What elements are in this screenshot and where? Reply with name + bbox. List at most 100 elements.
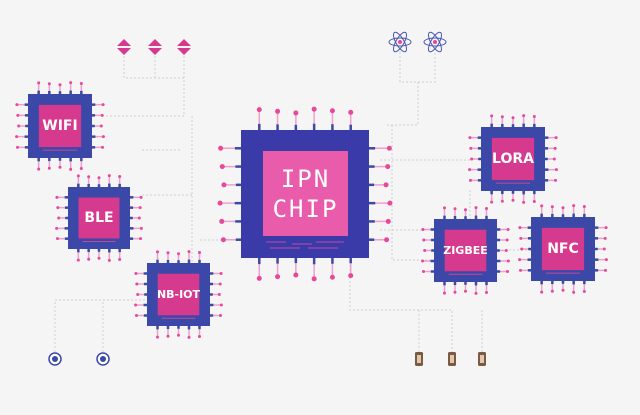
pin-dot bbox=[100, 113, 104, 117]
pin-dot bbox=[79, 82, 83, 85]
pin-dot bbox=[135, 314, 138, 317]
pin-dot bbox=[474, 206, 478, 210]
main-chip-label: IPN CHIP bbox=[272, 164, 339, 223]
pin-dot bbox=[511, 198, 515, 202]
diamond-icon bbox=[117, 39, 131, 55]
pin-dot bbox=[219, 272, 223, 275]
pin-dot bbox=[37, 167, 41, 171]
pin-dot bbox=[572, 204, 576, 208]
pin-dot bbox=[604, 226, 608, 230]
diamond-icon bbox=[148, 39, 162, 55]
chip-nb-iot[interactable]: NB-IOT bbox=[134, 250, 223, 339]
chip-lora[interactable]: LORA bbox=[468, 114, 558, 204]
chip-label: BLE bbox=[84, 210, 113, 226]
pin-dot bbox=[135, 282, 139, 286]
pin-dot bbox=[519, 236, 523, 240]
pin-dot bbox=[329, 108, 335, 114]
pin-dot bbox=[311, 106, 317, 112]
pin-dot bbox=[69, 167, 73, 171]
pin-dot bbox=[602, 247, 606, 251]
radio-node-icon bbox=[48, 352, 62, 366]
chip-core bbox=[157, 273, 200, 316]
pin-dot bbox=[422, 270, 425, 273]
pin-dot bbox=[16, 113, 20, 117]
pin-dot bbox=[383, 182, 389, 188]
pin-dot bbox=[37, 81, 41, 85]
pin-dot bbox=[504, 249, 508, 252]
pin-dot bbox=[76, 174, 80, 178]
pin-dot bbox=[256, 107, 262, 113]
pin-dot bbox=[532, 200, 536, 203]
pin-dot bbox=[422, 238, 426, 242]
main-chip[interactable] bbox=[217, 106, 393, 282]
pin-dot bbox=[15, 103, 19, 107]
chip-core bbox=[38, 104, 82, 148]
pin-dot bbox=[177, 252, 180, 256]
pin-dot bbox=[506, 259, 510, 263]
chip-nfc[interactable]: NFC bbox=[518, 204, 608, 294]
pin-dot bbox=[603, 236, 607, 240]
chip-label: ZIGBEE bbox=[443, 244, 488, 257]
pin-dot bbox=[469, 146, 473, 150]
pin-dot bbox=[464, 208, 467, 212]
pin-dot bbox=[385, 164, 391, 170]
chip-core bbox=[541, 227, 585, 271]
pin-dot bbox=[443, 206, 446, 210]
pin-dot bbox=[56, 237, 59, 241]
pin-dot bbox=[604, 268, 607, 272]
pin-dot bbox=[97, 256, 101, 260]
atom-icon bbox=[423, 31, 447, 53]
pin-dot bbox=[69, 81, 73, 85]
pin-dot bbox=[220, 237, 226, 243]
pin-dot bbox=[56, 206, 60, 210]
chip-core bbox=[444, 229, 487, 272]
pin-dot bbox=[423, 249, 427, 252]
pin-dot bbox=[554, 168, 558, 172]
pin-dot bbox=[490, 200, 494, 204]
pin-dot bbox=[485, 207, 488, 210]
pin-dot bbox=[511, 116, 515, 120]
pin-dot bbox=[505, 238, 509, 242]
pin-dot bbox=[101, 135, 105, 139]
pin-dot bbox=[385, 218, 391, 224]
pin-dot bbox=[15, 135, 19, 139]
pin-dot bbox=[275, 108, 281, 114]
pin-dot bbox=[519, 268, 522, 272]
pin-dot bbox=[219, 303, 223, 307]
pin-dot bbox=[522, 114, 526, 118]
pin-dot bbox=[17, 124, 21, 128]
atom-icon bbox=[388, 31, 412, 53]
pin-dot bbox=[582, 205, 586, 208]
pin-dot bbox=[79, 167, 83, 170]
pin-dot bbox=[470, 157, 474, 161]
component-icon bbox=[478, 352, 486, 366]
pin-dot bbox=[311, 276, 317, 282]
pin-dot bbox=[58, 83, 62, 87]
pin-dot bbox=[256, 275, 262, 281]
pin-dot bbox=[520, 247, 524, 251]
chips-layer: WIFI BLE NB-IOT LORA ZIGBEE NFC bbox=[15, 81, 608, 339]
pin-dot bbox=[550, 205, 554, 209]
pin-dot bbox=[572, 290, 576, 294]
pin-dot bbox=[469, 178, 472, 182]
pin-dot bbox=[554, 136, 558, 140]
pin-dot bbox=[500, 199, 504, 203]
pin-dot bbox=[87, 257, 91, 261]
chip-label: WIFI bbox=[42, 118, 77, 134]
pin-dot bbox=[387, 200, 393, 206]
pin-dot bbox=[348, 273, 354, 279]
pin-dot bbox=[518, 226, 522, 230]
pin-dot bbox=[453, 290, 457, 294]
chip-ble[interactable]: BLE bbox=[55, 174, 143, 262]
pin-dot bbox=[550, 289, 554, 293]
chip-zigbee[interactable]: ZIGBEE bbox=[421, 206, 510, 295]
chip-label: LORA bbox=[492, 151, 534, 167]
pin-dot bbox=[506, 228, 510, 231]
chip-wifi[interactable]: WIFI bbox=[15, 81, 105, 171]
pin-dot bbox=[582, 290, 586, 293]
pin-dot bbox=[329, 274, 335, 280]
pin-dot bbox=[57, 216, 61, 220]
pin-dot bbox=[156, 335, 159, 339]
